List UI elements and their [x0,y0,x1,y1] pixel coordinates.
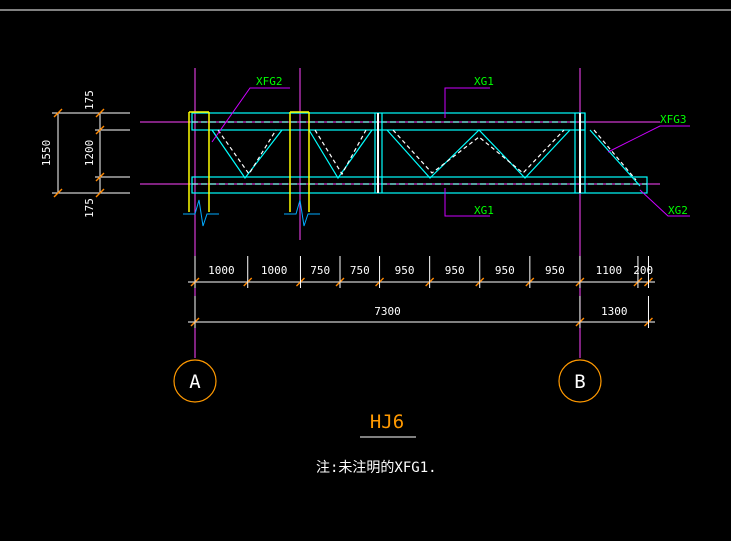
dim-1550: 1550 [40,140,53,167]
label-leaders [211,87,690,217]
segment-dimension-1: 1000 [261,264,288,277]
segment-dimension-texts: 1000 1000 750 750 950 950 950 950 1100 200 [208,264,653,277]
axis-label-a: A [189,371,201,393]
segment-dimension-7: 950 [545,264,565,277]
segment-dimension-4: 950 [395,264,415,277]
total-dimension-1: 1300 [601,305,628,318]
verticals [374,113,586,193]
label-xg2: XG2 [668,204,688,217]
dim-175-top: 175 [83,90,96,110]
chord-extension-lines [140,121,660,185]
segment-dimension-3: 750 [350,264,370,277]
segment-dimension-0: 1000 [208,264,235,277]
columns [188,111,310,212]
web-members [211,129,641,187]
axis-bubble-b: B [558,359,602,403]
label-xg1-top: XG1 [474,75,494,88]
drawing-note: 注:未注明的XFG1. [316,460,437,476]
dim-175-bottom: 175 [83,198,96,218]
total-dimension-texts: 7300 1300 [374,305,627,318]
segment-dimension-6: 950 [495,264,515,277]
segment-dimension-2: 750 [310,264,330,277]
break-symbols [183,199,320,227]
total-dimension-0: 7300 [374,305,401,318]
label-xg1-bottom: XG1 [474,204,494,217]
segment-dimension-8: 1100 [596,264,623,277]
drawing-title: HJ6 [370,411,404,433]
bottom-chord [191,176,648,194]
segment-dimension-9: 200 [633,264,653,277]
label-xfg3: XFG3 [660,113,687,126]
axis-bubble-a: A [173,359,217,403]
segment-dimension-line [188,281,655,323]
axis-label-b: B [574,371,585,393]
segment-dimension-5: 950 [445,264,465,277]
dim-1200: 1200 [83,140,96,167]
vertical-dimensions [52,108,130,198]
segment-dimension-ticks [190,256,653,328]
label-xfg2: XFG2 [256,75,283,88]
